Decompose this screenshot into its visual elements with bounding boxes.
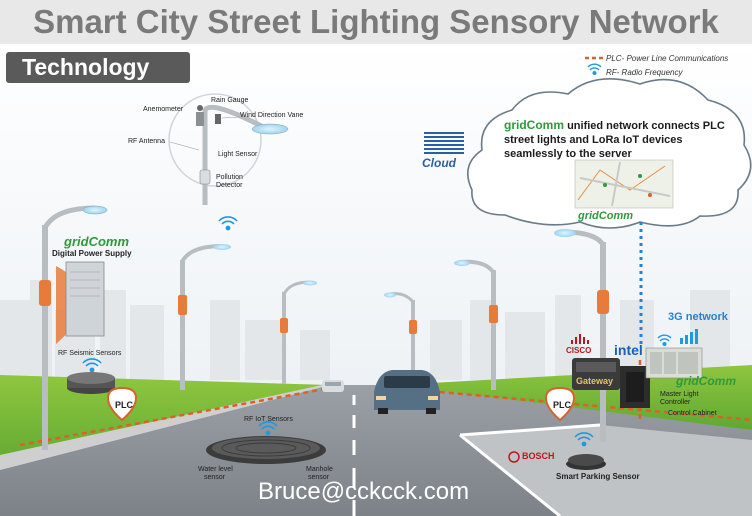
gridcomm-logo-left: gridComm	[64, 234, 130, 249]
street-lamp-1	[39, 205, 108, 450]
control-cabinet	[620, 347, 703, 408]
smart-parking-sensor-label: Smart Parking Sensor	[556, 472, 640, 481]
digital-power-supply-label: Digital Power Supply	[52, 249, 132, 258]
gateway-label: Gateway	[576, 376, 614, 386]
control-cabinet-label: Control Cabinet	[668, 410, 717, 417]
intel-logo-text: intel	[614, 342, 643, 358]
cisco-logo	[571, 334, 589, 344]
plc-line-left	[19, 386, 331, 447]
street-lamp-5	[454, 259, 498, 390]
gridcomm-logo-cloud: gridComm	[578, 210, 634, 222]
rf-seismic-sensors-label: RF Seismic Sensors	[58, 350, 122, 357]
pollution-detector-label-1: Pollution	[216, 174, 243, 181]
pollution-detector-label-2: Detector	[216, 182, 243, 189]
plc-pin-icon	[106, 386, 138, 422]
legend-rf-text: RF- Radio Frequency	[606, 68, 683, 77]
rf-antenna-label: RF Antenna	[128, 138, 165, 145]
street-lamp-6	[554, 229, 609, 442]
water-level-label-1: Water level	[198, 466, 233, 473]
gridcomm-logo-right: gridComm	[676, 374, 737, 388]
section-label: Technology	[6, 52, 190, 83]
wifi-rf-icon	[218, 216, 238, 231]
watermark: Bruce@cckcck.com	[258, 478, 470, 505]
cloud-message: gridComm unified network connects PLC st…	[504, 118, 725, 160]
sensor-lamp-closeup	[168, 93, 289, 205]
legend-plc-text: PLC- Power Line Communications	[606, 54, 729, 63]
wifi-rf-icon	[82, 358, 102, 373]
street-lamp-4	[384, 292, 417, 384]
sidewalk-left	[0, 385, 330, 470]
parking-sensor	[566, 454, 606, 470]
seismic-sensor	[67, 372, 115, 394]
light-sensor-label: Light Sensor	[218, 151, 258, 158]
car	[374, 370, 440, 414]
gateway-device	[572, 358, 620, 390]
rf-iot-sensors-label: RF IoT Sensors	[244, 416, 293, 423]
cloud-brand-label: Cloud	[422, 156, 456, 170]
wind-vane-label: Wind Direction Vane	[240, 112, 304, 119]
bosch-logo-mark	[508, 451, 520, 463]
manhole-cover	[206, 436, 326, 464]
server-dashboard-thumbnail	[574, 159, 674, 209]
plc-label-right: PLC	[553, 400, 571, 410]
cisco-logo-text: CISCO	[566, 346, 592, 355]
manhole-sensor-label-1: Manhole	[306, 466, 333, 473]
3g-network-label: 3G network	[668, 311, 728, 323]
master-light-controller-label-2: Controller	[660, 399, 691, 406]
street-lamp-2	[178, 244, 231, 390]
plc-pin-icon	[544, 386, 576, 422]
cell-signal-icon	[680, 329, 698, 344]
power-supply-box	[56, 261, 105, 344]
rain-gauge-label: Rain Gauge	[211, 97, 249, 104]
page-title: Smart City Street Lighting Sensory Netwo…	[0, 0, 752, 44]
plc-label-left: PLC	[115, 400, 133, 410]
wifi-rf-icon	[574, 432, 594, 447]
master-light-controller-label-1: Master Light	[660, 391, 699, 398]
wifi-rf-icon	[587, 63, 602, 75]
car-distant	[322, 380, 344, 392]
plc-line-right	[394, 386, 752, 422]
bosch-logo-text: BOSCH	[522, 451, 555, 461]
wifi-rf-icon	[258, 421, 278, 436]
anemometer-label: Anemometer	[143, 106, 184, 113]
street-lamp-3	[280, 280, 317, 384]
manhole-sensor-label-2: sensor	[308, 474, 330, 481]
wifi-rf-icon	[657, 334, 672, 347]
water-level-label-2: sensor	[204, 474, 226, 481]
ibm-logo	[424, 132, 464, 154]
